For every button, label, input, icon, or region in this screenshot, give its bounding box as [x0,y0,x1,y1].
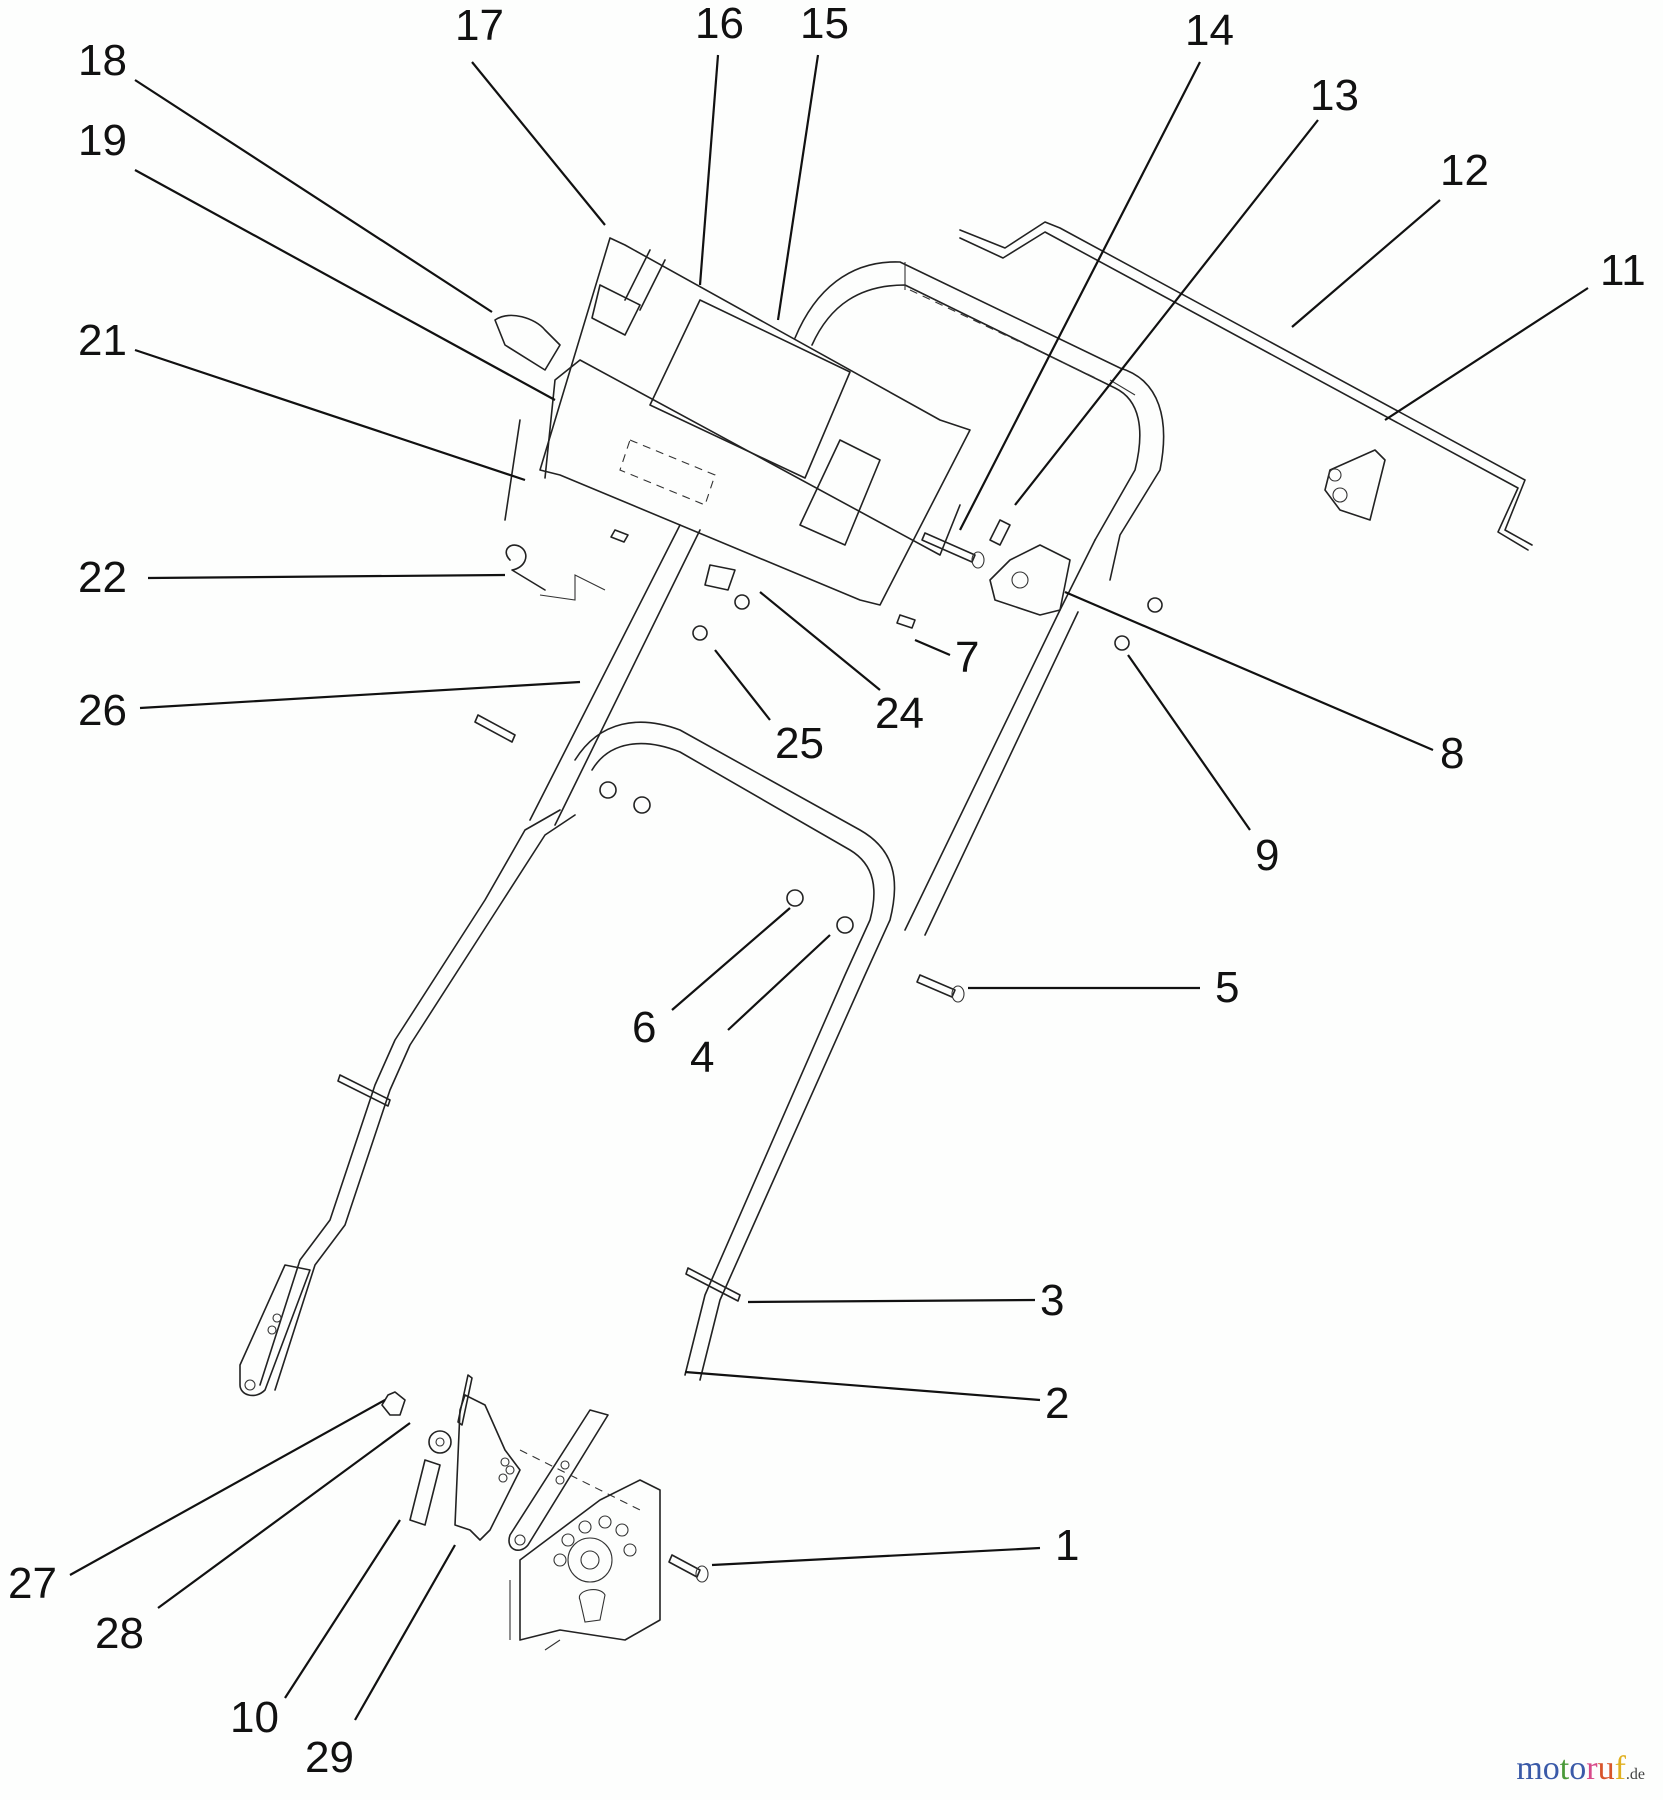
callout-1: 1 [1055,1521,1079,1570]
callout-17: 17 [455,1,504,50]
callout-7: 7 [955,633,979,682]
watermark-tld: .de [1625,1766,1645,1783]
watermark-letter: o [1569,1750,1587,1787]
upper-handle-right-leg [904,539,1096,936]
control-rod [959,221,1533,551]
callout-19: 19 [78,116,127,165]
callout-25: 25 [775,719,824,768]
callout-10: 10 [230,1693,279,1742]
watermark-letter: u [1597,1750,1615,1787]
rod-bracket [1324,449,1386,521]
callout-21: 21 [78,316,127,365]
callout-16: 16 [695,0,744,48]
callout-29: 29 [305,1733,354,1782]
lower-handle-left-leg [259,809,576,1391]
callout-labels: 17 16 15 14 13 12 11 18 19 21 22 26 7 24… [8,0,1646,1782]
callout-3: 3 [1040,1276,1064,1325]
callout-18: 18 [78,36,127,85]
spring [409,1459,441,1526]
leader-lines [69,54,1589,1721]
lower-handle [574,721,896,1381]
watermark-letter: t [1559,1750,1570,1787]
height-adjust-plate [454,1394,521,1541]
callout-26: 26 [78,686,127,735]
callout-8: 8 [1440,729,1464,778]
control-console [539,237,971,606]
callout-22: 22 [78,553,127,602]
watermark-letter: m [1516,1750,1543,1787]
callout-6: 6 [632,1003,656,1052]
callout-27: 27 [8,1559,57,1608]
callout-14: 14 [1185,6,1234,55]
callout-28: 28 [95,1609,144,1658]
callout-24: 24 [875,689,924,738]
callout-4: 4 [690,1033,714,1082]
watermark-letter: r [1586,1750,1598,1787]
callout-9: 9 [1255,831,1279,880]
deck-bracket [519,1479,661,1641]
callout-13: 13 [1310,71,1359,120]
watermark-letter: f [1614,1750,1626,1787]
callout-11: 11 [1600,246,1646,295]
callout-12: 12 [1440,146,1489,195]
callout-15: 15 [800,0,849,48]
watermark-logo: motoruf.de [1516,1750,1645,1788]
callout-5: 5 [1215,963,1239,1012]
callout-2: 2 [1045,1379,1069,1428]
handle-assembly-drawing [239,221,1533,1651]
watermark-letter: o [1542,1750,1560,1787]
